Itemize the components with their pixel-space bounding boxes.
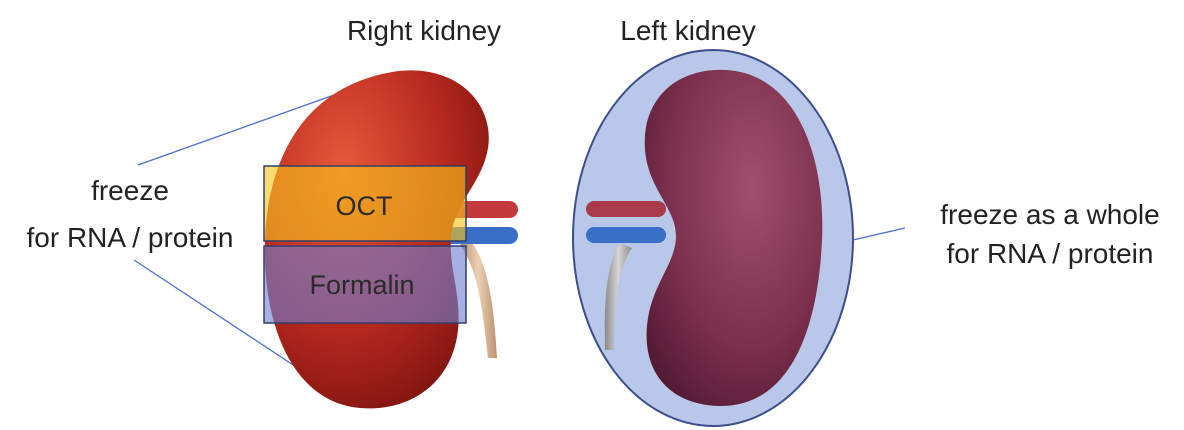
right-freeze-label-line1: freeze	[91, 175, 169, 206]
left-freeze-label-line1: freeze as a whole	[940, 199, 1159, 230]
left-freeze-label-line2: for RNA / protein	[947, 238, 1154, 269]
right-freeze-label-line2: for RNA / protein	[27, 222, 234, 253]
right-kidney-title: Right kidney	[347, 15, 501, 46]
left-leader-line	[853, 228, 905, 240]
oct-label: OCT	[336, 191, 393, 221]
left-kidney-title: Left kidney	[620, 15, 755, 46]
formalin-label: Formalin	[309, 270, 414, 300]
